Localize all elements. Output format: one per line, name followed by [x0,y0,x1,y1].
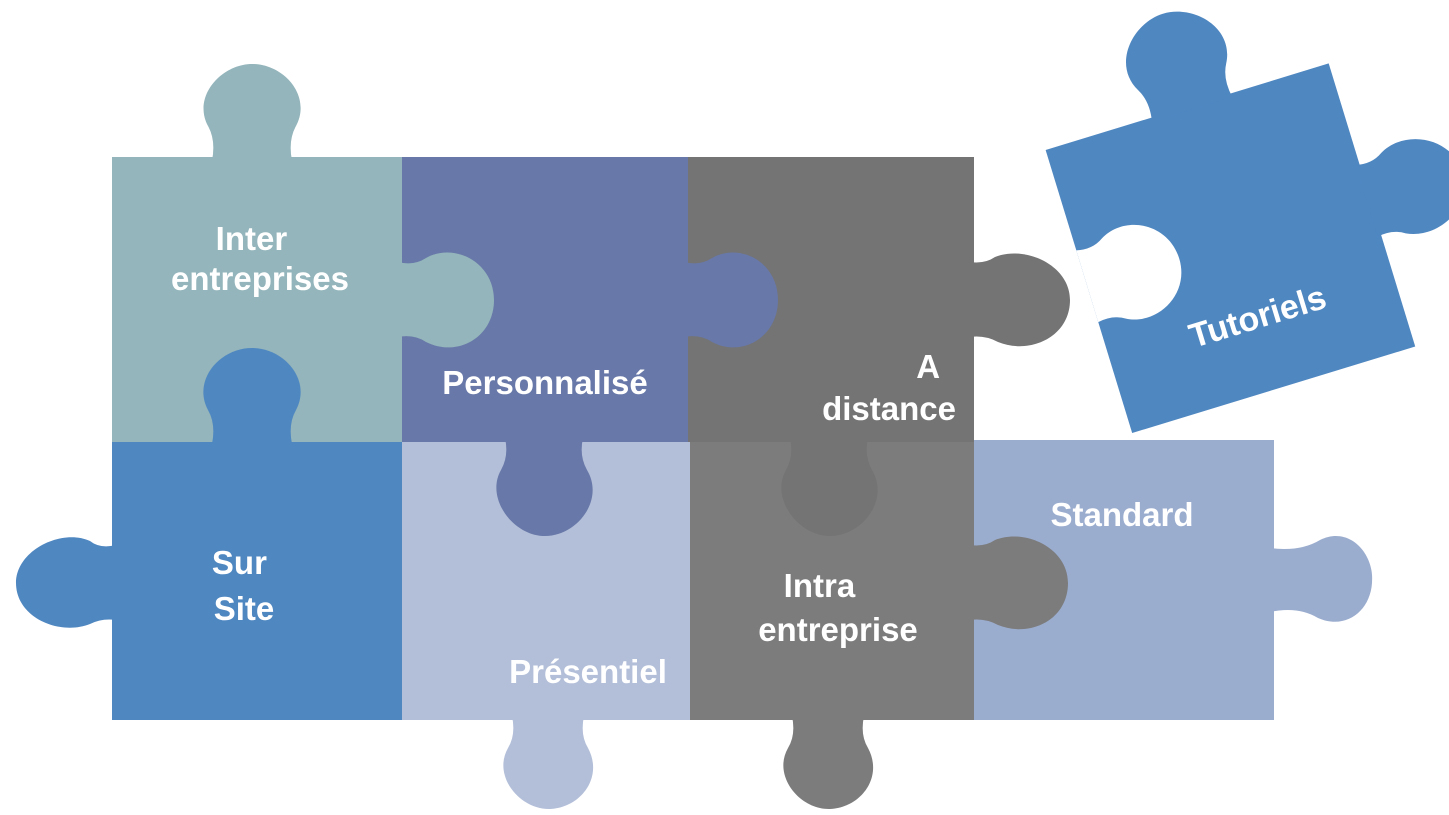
piece-intra-entreprise-bottom-tab [783,716,874,810]
label-personnalise: Personnalisé [442,364,647,401]
piece-standard-tab [1270,535,1373,622]
label-intra-entreprise: Intra entreprise [758,567,918,648]
piece-sur-site [16,440,402,720]
piece-personnalise-bottom-tab [496,438,593,536]
piece-a-distance-bottom-tab [781,438,878,536]
piece-inter-entreprises-top-tab [203,64,301,161]
piece-inter-entreprises [112,64,494,444]
piece-sur-site-left-tab [16,537,116,628]
label-sur-site-line-1: Sur [212,544,267,581]
label-intra-line-1: Intra [784,567,856,604]
label-sur-site: Sur Site [212,544,276,627]
piece-a-distance [686,157,1070,536]
label-standard: Standard [1050,496,1193,533]
label-a-distance-line-2: distance [822,390,956,427]
piece-presentiel-bottom-tab [503,716,594,810]
piece-tutoriels-right-tab [1355,139,1449,237]
label-sur-site-line-2: Site [214,590,275,627]
piece-a-distance-right-tab [970,253,1070,347]
piece-tutoriels-body [1045,63,1416,434]
piece-tutoriels [1045,11,1449,434]
piece-tutoriels-left-socket [1076,224,1182,323]
label-personnalise-line-1: Personnalisé [442,364,647,401]
piece-sur-site-top-tab [203,348,301,444]
label-standard-line-1: Standard [1050,496,1193,533]
label-intra-line-2: entreprise [758,611,918,648]
label-presentiel: Présentiel [509,653,667,690]
label-inter-line-1: Inter [216,220,288,257]
piece-personnalise-right-tab [684,252,778,348]
label-a-distance-line-1: A [916,348,939,385]
piece-tutoriels-top-tab [1126,11,1233,122]
label-a-distance: A distance [822,348,956,427]
piece-sur-site-body [112,440,402,720]
piece-inter-entreprises-right-tab [398,252,494,348]
label-presentiel-line-1: Présentiel [509,653,667,690]
label-inter-entreprises: Inter entreprises [171,220,349,297]
label-inter-line-2: entreprises [171,260,349,297]
piece-intra-entreprise-right-tab [970,536,1068,630]
